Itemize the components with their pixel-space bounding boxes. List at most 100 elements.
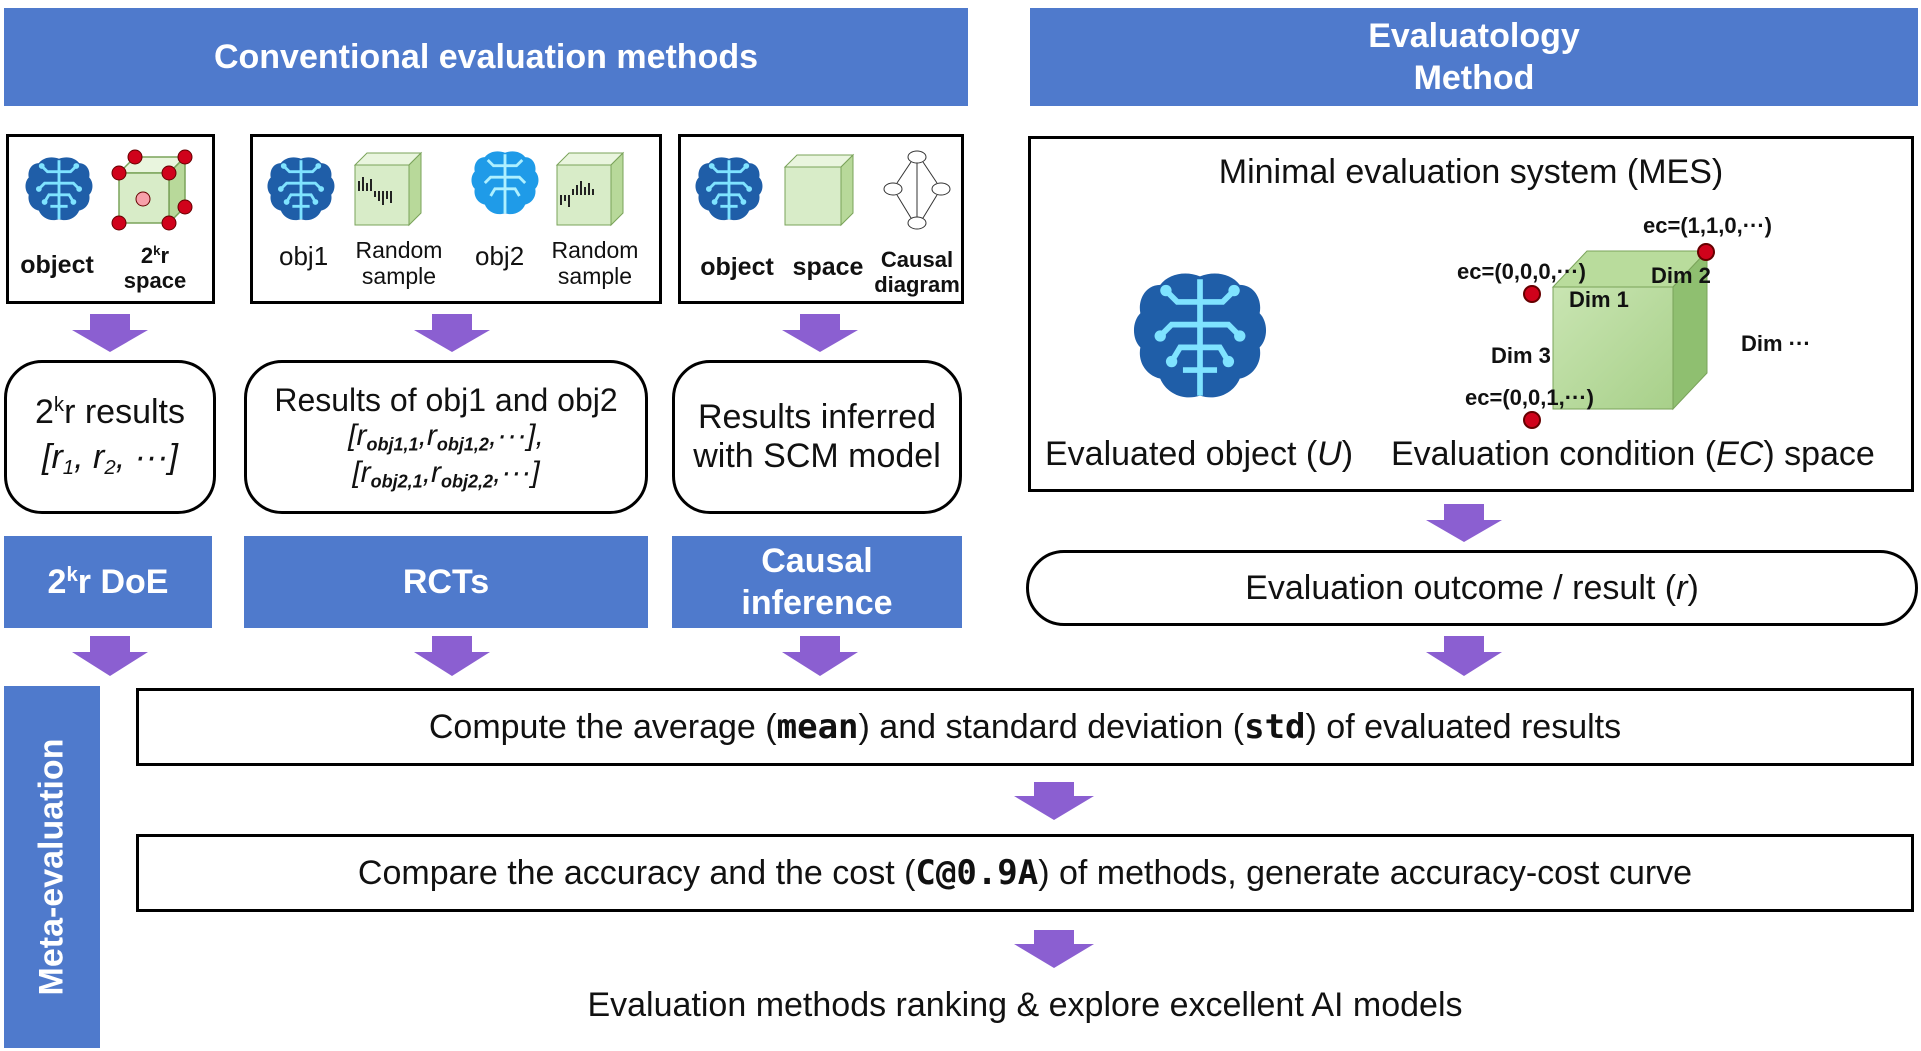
random-sample-cube-icon [353, 151, 423, 227]
results-obj2: obj2 [557, 382, 618, 419]
ec-label-000: ec=(0,0,0,···) [1457, 259, 1586, 284]
rct-method-label: RCTs [402, 562, 490, 601]
rct-method-banner: RCTs [244, 536, 648, 628]
rct-results-line2: [robj1,1,robj1,2,···], [348, 419, 544, 455]
causal-diagram-label: Causal diagram [869, 247, 965, 298]
ec-label-110: ec=(1,1,0,···) [1643, 213, 1772, 238]
compute-mean: mean [776, 707, 859, 747]
evaluated-object-label: Evaluated object (U) [1045, 435, 1353, 474]
compute-post: ) of evaluated results [1305, 707, 1622, 746]
arrow-causal-1 [782, 314, 858, 352]
ec-point-000 [1523, 285, 1541, 303]
rct-input-box: obj1 Random sample obj2 Random sample [250, 134, 662, 304]
rct-results-box: Results of obj1 and obj2 [robj1,1,robj1,… [244, 360, 648, 514]
arrow-rct-2 [414, 636, 490, 676]
causal-space-label: space [792, 253, 864, 281]
meta-evaluation-sidebar: Meta-evaluation [4, 686, 100, 1048]
rct-random-sample-2: Random sample [529, 237, 661, 290]
arrow-compare [1014, 930, 1094, 968]
space-label-post: ) space [1763, 435, 1875, 473]
causal-method-banner: Causal inference [672, 536, 962, 628]
mes-title: Minimal evaluation system (MES) [1218, 153, 1724, 191]
doe-results-box: 2kr results [r1, r2, ···] [4, 360, 216, 514]
causal-results-line2: with SCM model [693, 437, 941, 475]
rct-obj2-label: obj2 [475, 241, 525, 271]
ec-space-label: Evaluation condition (EC) space [1391, 435, 1875, 474]
compare-box: Compare the accuracy and the cost (C@0.9… [136, 834, 1914, 912]
arrow-doe-2 [72, 636, 148, 676]
arrow-compute [1014, 782, 1094, 820]
doe-object-label: object [20, 251, 94, 279]
causal-results-line1: Results inferred [697, 398, 937, 436]
sample-word-2: sample [557, 263, 633, 290]
causal-diagram-icon [883, 150, 951, 230]
meta-evaluation-label: Meta-evaluation [32, 738, 71, 996]
conventional-header-text: Conventional evaluation methods [213, 37, 759, 76]
brain-icon-bright [471, 151, 539, 215]
doe-method-banner: 2kr DoE [4, 536, 212, 628]
causal-object-label: object [700, 253, 774, 281]
evaluation-outcome-box: Evaluation outcome / result (r) [1026, 550, 1918, 626]
results-obj1: obj1 [425, 382, 487, 419]
compare-metric: C@0.9A [915, 853, 1039, 893]
rct-random-sample-1: Random sample [329, 237, 469, 290]
doe-results-line1: 2kr results [34, 393, 186, 432]
doe-results-line2: [r1, r2, ···] [42, 438, 178, 480]
dim1-label: Dim 1 [1569, 287, 1629, 312]
compute-box: Compute the average (mean) and standard … [136, 688, 1914, 766]
outcome-symbol: r [1676, 568, 1688, 607]
dim-more-label: Dim ··· [1741, 331, 1811, 356]
rct-obj1-label: obj1 [279, 241, 329, 271]
doe-space-label: 2kr space [113, 243, 197, 294]
conventional-methods-header: Conventional evaluation methods [4, 8, 968, 106]
mes-box: Minimal evaluation system (MES) ec=(1,1,… [1028, 136, 1914, 492]
dim2-label: Dim 2 [1651, 263, 1711, 288]
results-and: and [486, 382, 558, 419]
causal-word: Causal [880, 247, 954, 272]
cube-icon [783, 153, 855, 227]
space-symbol: EC [1716, 435, 1764, 473]
results-of-text: Results of [274, 382, 426, 419]
diagram-word: diagram [874, 272, 960, 298]
arrow-doe-1 [72, 314, 148, 352]
outcome-pre: Evaluation outcome / result ( [1245, 568, 1677, 607]
random-sample-cube-icon-2 [555, 151, 625, 227]
compute-pre: Compute the average ( [428, 707, 777, 746]
object-symbol: U [1317, 435, 1342, 473]
arrow-causal-2 [782, 636, 858, 676]
ec-label-001: ec=(0,0,1,···) [1465, 385, 1594, 410]
final-conclusion: Evaluation methods ranking & explore exc… [587, 986, 1463, 1024]
compute-std: std [1244, 707, 1306, 747]
rct-results-line3: [robj2,1,robj2,2,···] [352, 455, 540, 491]
doe-input-box: object 2kr space [6, 134, 215, 304]
compute-mid: ) and standard deviation ( [858, 707, 1245, 746]
random-word-1: Random [355, 237, 443, 263]
outcome-post: ) [1687, 568, 1699, 607]
space-label-pre: Evaluation condition ( [1391, 435, 1717, 473]
compare-post: ) of methods, generate accuracy-cost cur… [1038, 853, 1693, 892]
random-word-2: Random [551, 237, 639, 263]
doe-method-label: 2kr DoE [47, 562, 169, 601]
evaluatology-method-header: Evaluatology Method [1030, 8, 1918, 106]
sample-word-1: sample [361, 263, 437, 290]
brain-icon-large [1129, 267, 1271, 405]
object-label-pre: Evaluated object ( [1045, 435, 1318, 473]
cube-icon [111, 149, 193, 231]
arrow-mes-2 [1426, 636, 1502, 676]
evaluatology-header-line1: Evaluatology [1368, 16, 1580, 55]
arrow-mes-1 [1426, 504, 1502, 542]
causal-results-box: Results inferred with SCM model [672, 360, 962, 514]
arrow-rct-1 [414, 314, 490, 352]
causal-method-line2: inference [741, 584, 893, 622]
ec-point-001 [1523, 411, 1541, 429]
rct-results-line1: Results of obj1 and obj2 [274, 382, 617, 419]
object-label-post: ) [1341, 435, 1354, 473]
causal-method-line1: Causal [761, 541, 873, 580]
dim3-label: Dim 3 [1491, 343, 1551, 368]
causal-input-box: object space Causal diagram [678, 134, 964, 304]
ec-point-110 [1697, 243, 1715, 261]
compare-pre: Compare the accuracy and the cost ( [357, 853, 916, 892]
doe-space-word: space [123, 268, 187, 294]
ec-space-cube-icon [1551, 249, 1709, 411]
